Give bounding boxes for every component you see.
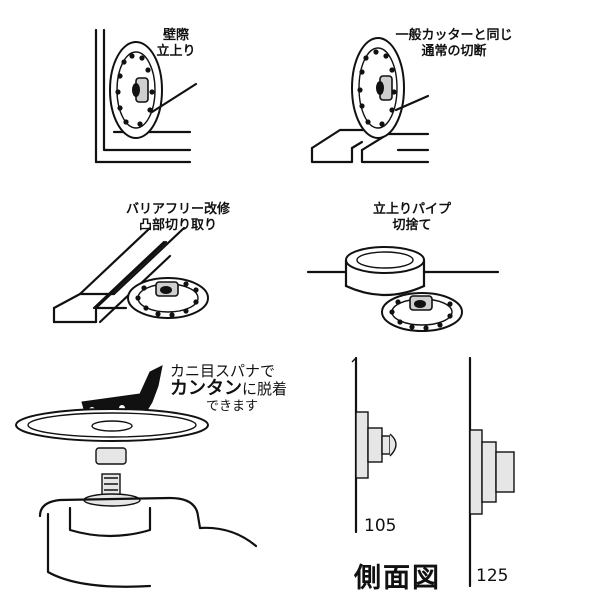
barrier-free-label-1: バリアフリー改修 [125,202,230,217]
wrench-caption-1: カニ目スパナで [170,362,276,380]
normal-cut-label-1: 一般カッターと同じ [395,28,513,43]
pipe-cut-label-1: 立上りパイプ [372,202,451,217]
side-view-illustration [351,356,515,588]
wall-edge-illustration [94,28,198,164]
barrier-free-illustration [52,226,209,324]
wrench-caption-bold: カンタン [170,378,242,399]
panel-normal-cut: 一般カッターと同じ 通常の切断 [300,0,600,180]
size-label-105: 105 [364,516,397,536]
normal-cut-illustration [310,37,430,164]
wrench-illustration [15,365,258,588]
panel-barrier-free: バリアフリー改修 凸部切り取り [0,180,300,350]
pipe-cut-illustration [306,246,500,332]
panel-side-view: 105 125 側面図 [320,350,600,600]
barrier-free-label-2: 凸部切り取り [138,218,217,233]
normal-cut-label-2: 通常の切断 [421,44,487,59]
wrench-caption-rest: に脱着 [242,380,288,398]
panel-pipe-cut: 立上りパイプ 切捨て [300,180,600,350]
panel-wall-edge: 壁際 立上り [0,0,300,180]
pipe-cut-label-2: 切捨て [392,218,432,233]
wall-edge-label-2: 立上り [156,44,196,59]
size-label-125: 125 [476,566,509,586]
wrench-caption-3: できます [206,399,259,414]
panel-wrench: カニ目スパナで カンタンに脱着 できます [0,350,320,600]
side-view-title: 側面図 [354,563,441,594]
wall-edge-label-1: 壁際 [162,28,189,43]
